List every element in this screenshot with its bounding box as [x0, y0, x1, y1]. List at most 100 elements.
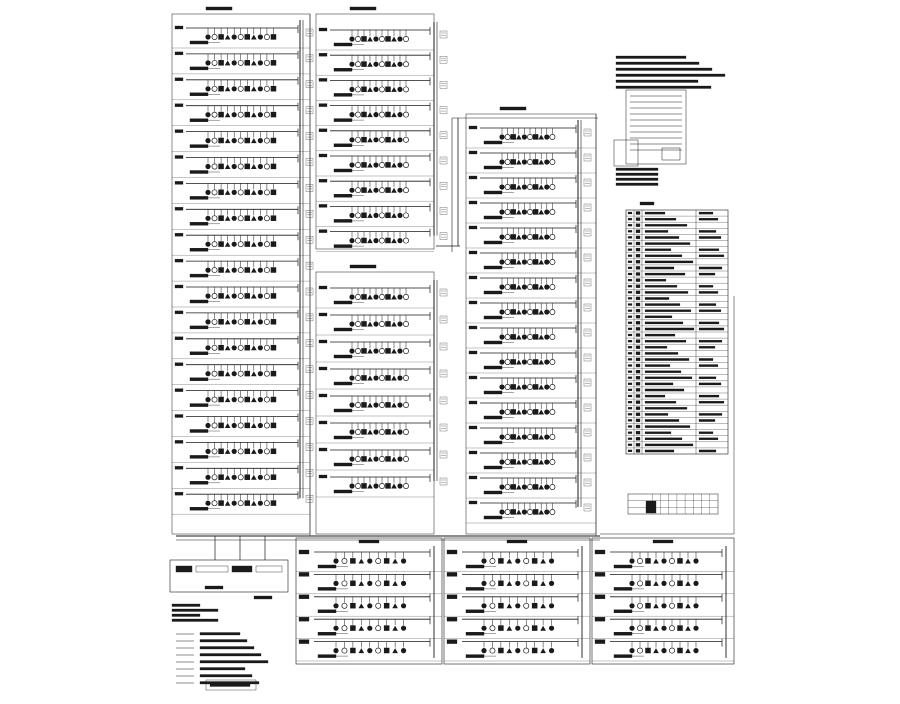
small-table-filled-cell: [645, 500, 657, 514]
smoke-detector-symbol: [373, 402, 379, 408]
module-symbol: [350, 647, 356, 654]
alarm-symbol: [224, 500, 231, 506]
module-symbol: [270, 422, 277, 429]
tower-a-floor-tag: [174, 466, 184, 470]
legend-row-remark: [698, 218, 719, 221]
alarm-symbol: [685, 648, 691, 654]
module-symbol: [532, 184, 539, 190]
smoke-detector-symbol: [231, 474, 237, 480]
legend-row-symbol: [635, 284, 641, 288]
heat-detector-symbol: [549, 509, 556, 515]
module-symbol: [270, 344, 277, 351]
tower-a-floor-11: [186, 284, 299, 304]
smoke-detector-symbol: [349, 137, 355, 143]
legend-row-symbol: [635, 418, 641, 423]
podium-1-floor-2: [314, 571, 431, 591]
heat-detector-symbol: [527, 409, 533, 415]
smoke-detector-symbol: [205, 448, 211, 454]
alarm-symbol: [538, 234, 544, 240]
control-panel-note: [253, 595, 273, 600]
tower-a-column: [174, 6, 314, 511]
floor-label-block: [333, 219, 353, 223]
tower-c-floor-2: [330, 312, 431, 332]
alarm-symbol: [251, 112, 257, 118]
legend-row-name: [644, 382, 674, 386]
module-symbol: [244, 111, 251, 118]
tower-a-riser-tag: [305, 417, 314, 425]
heat-detector-symbol: [263, 137, 270, 144]
smoke-detector-symbol: [521, 359, 528, 365]
smoke-detector-symbol: [373, 238, 379, 244]
legend-row-number: [627, 431, 633, 434]
tower-d-floor-13: [480, 425, 577, 445]
module-symbol: [218, 267, 224, 273]
alarm-symbol: [653, 648, 659, 654]
alarm-symbol: [251, 34, 257, 40]
podium-3-floor-5: [610, 638, 723, 658]
note-text-line: [615, 79, 699, 83]
legend-row-symbol: [635, 406, 641, 410]
smoke-detector-symbol: [373, 61, 379, 67]
floor-label-block: [317, 564, 337, 569]
heat-detector-symbol: [237, 59, 244, 66]
alarm-symbol: [516, 434, 522, 440]
heat-detector-symbol: [489, 625, 496, 632]
heat-detector-symbol: [527, 359, 533, 365]
smoke-detector-symbol: [499, 484, 505, 490]
smoke-detector-symbol: [373, 348, 379, 354]
alarm-symbol: [392, 625, 398, 631]
smoke-detector-symbol: [521, 134, 528, 140]
module-symbol: [385, 456, 391, 462]
alarm-symbol: [358, 625, 365, 631]
smoke-detector-symbol: [205, 241, 211, 247]
module-symbol: [385, 375, 391, 381]
smoke-detector-symbol: [400, 558, 407, 564]
module-symbol: [498, 647, 504, 654]
heat-detector-symbol: [237, 344, 244, 351]
smoke-detector-symbol: [481, 625, 487, 631]
legend-row-name: [644, 303, 681, 306]
smoke-detector-symbol: [661, 558, 667, 564]
smoke-detector-symbol: [257, 319, 263, 325]
tower-d-floor-tag: [468, 300, 478, 305]
alarm-symbol: [540, 558, 546, 564]
legend-row-name: [644, 242, 691, 245]
alarm-symbol: [367, 348, 373, 354]
module-symbol: [218, 293, 224, 299]
legend-row-number: [627, 230, 633, 233]
heat-detector-symbol: [375, 625, 382, 632]
heat-detector-symbol: [527, 509, 533, 515]
heat-detector-symbol: [237, 293, 244, 299]
alarm-symbol: [653, 558, 659, 564]
module-symbol: [531, 558, 538, 564]
module-symbol: [361, 456, 367, 462]
alarm-symbol: [516, 359, 522, 365]
legend-row-number: [627, 401, 633, 404]
floor-label-block: [317, 587, 337, 591]
alarm-symbol: [516, 234, 522, 240]
smoke-detector-symbol: [397, 456, 403, 462]
smoke-detector-symbol: [333, 648, 339, 654]
floor-label-block: [333, 93, 353, 97]
heat-detector-symbol: [237, 422, 244, 429]
tower-d-riser-tag: [583, 453, 592, 462]
legend-row-symbol: [635, 266, 641, 270]
smoke-detector-symbol: [333, 580, 339, 587]
smoke-detector-symbol: [205, 293, 211, 299]
podium-1-floor-4: [314, 616, 431, 636]
alarm-symbol: [538, 209, 544, 215]
module-symbol: [218, 241, 224, 247]
smoke-detector-symbol: [397, 212, 403, 218]
heat-detector-symbol: [263, 34, 270, 40]
floor-label-block: [613, 564, 633, 569]
alarm-symbol: [391, 61, 397, 67]
smoke-detector-symbol: [544, 334, 550, 340]
heat-detector-symbol: [379, 483, 385, 489]
floor-label-block: [465, 632, 485, 636]
module-symbol: [270, 448, 277, 455]
tower-c-floor-8: [330, 474, 431, 494]
smoke-detector-symbol: [257, 34, 263, 40]
heat-detector-symbol: [504, 159, 511, 165]
tower-a-floor-14: [186, 361, 299, 381]
heat-detector-symbol: [504, 184, 511, 190]
